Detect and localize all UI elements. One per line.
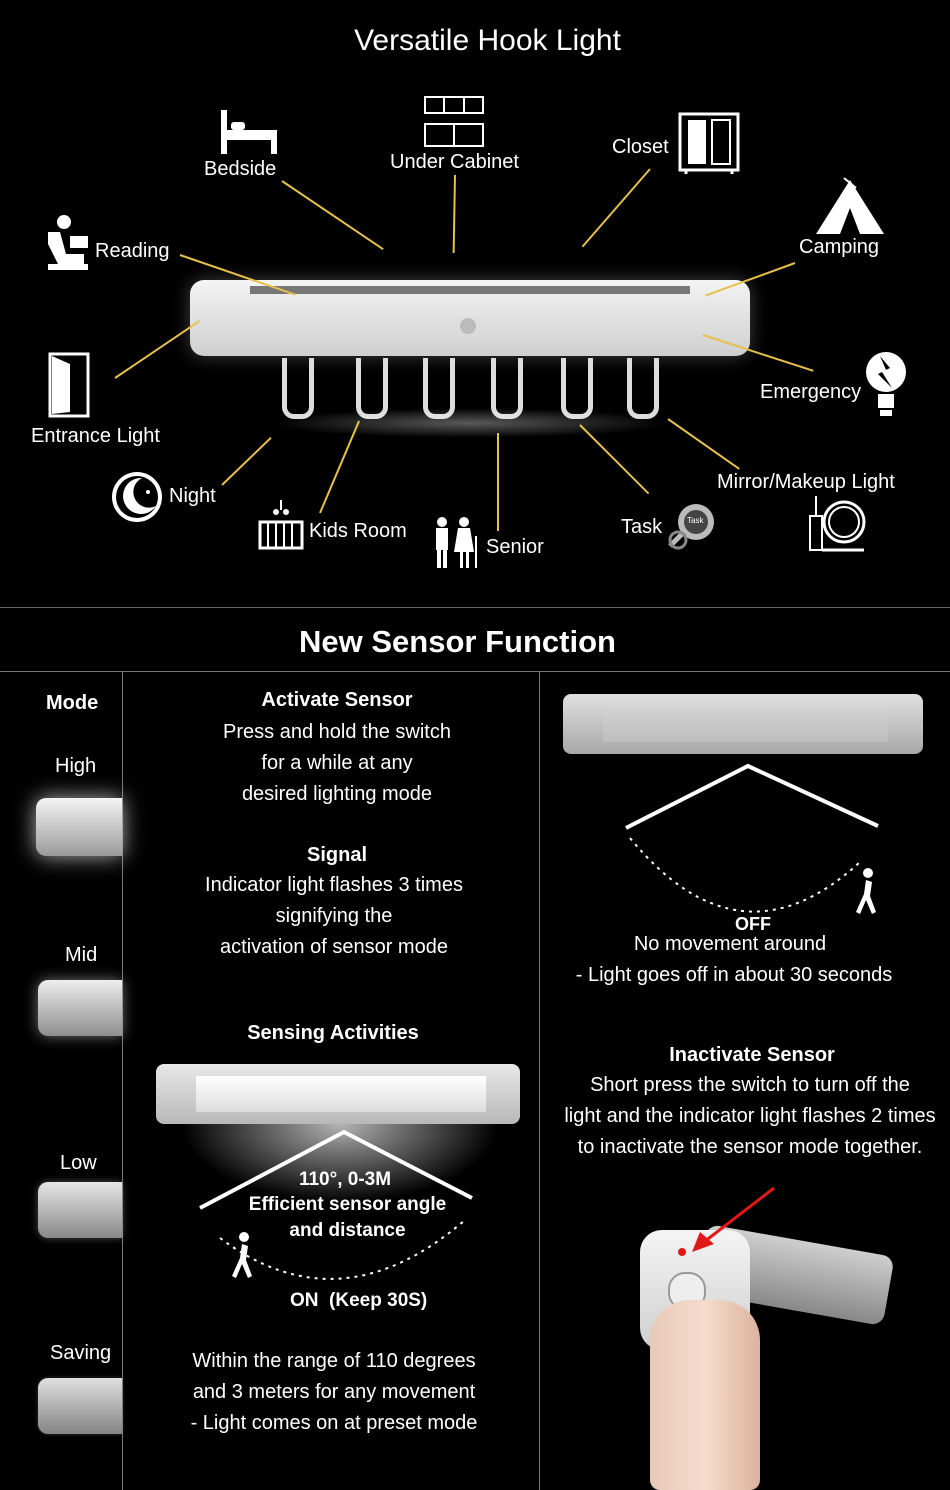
connector-line [114, 320, 201, 379]
label-task: Task [621, 516, 663, 538]
sensing-light-bar [156, 1064, 520, 1124]
off-angle-diagram [625, 763, 879, 913]
table-top-border [0, 671, 950, 672]
column-divider-2 [539, 671, 540, 1490]
mode-light-low [38, 1182, 122, 1238]
label-reading: Reading [95, 240, 170, 262]
closet-icon [678, 112, 740, 174]
emergency-bulb-icon [866, 352, 906, 416]
mode-low: Low [60, 1152, 97, 1174]
sensing-on-label: ON (Keep 30S) [290, 1290, 428, 1311]
indicator-led [678, 1248, 686, 1256]
label-closet: Closet [612, 136, 669, 158]
mode-header: Mode [46, 692, 99, 714]
hook [423, 358, 455, 419]
walking-person-icon [232, 1232, 252, 1278]
off-label: OFF [735, 914, 771, 934]
senior-couple-icon [436, 517, 477, 568]
sensing-angle-desc-2: and distance [289, 1220, 406, 1241]
mode-high: High [55, 755, 97, 777]
hook [282, 358, 314, 419]
section-divider [0, 607, 950, 608]
walking-person-icon [856, 868, 876, 914]
bed-icon [221, 110, 277, 154]
hook-light-product [190, 280, 750, 438]
sensing-angle-value: 110°, 0-3M [298, 1169, 392, 1190]
reading-icon [48, 215, 88, 270]
connector-line [497, 433, 499, 531]
sensing-text: Within the range of 110 degrees and 3 me… [190, 1350, 478, 1434]
mode-light-saving [38, 1378, 122, 1434]
crib-icon [258, 500, 304, 550]
red-arrow-icon [692, 1186, 775, 1252]
section-title-hook-light: Versatile Hook Light [354, 24, 621, 57]
task-badge: Task [687, 516, 704, 525]
cabinet-icon [424, 96, 484, 147]
label-camping: Camping [799, 236, 880, 258]
activate-text: Press and hold the switch for a while at… [223, 721, 451, 805]
hook [356, 358, 388, 419]
hook [627, 358, 659, 419]
inactivate-text: Short press the switch to turn off the l… [564, 1074, 936, 1158]
hook [561, 358, 593, 419]
label-emergency: Emergency [760, 381, 862, 403]
mode-light-mid [38, 980, 122, 1036]
connector-line [221, 437, 272, 486]
activate-heading: Activate Sensor [261, 689, 413, 711]
section-title-sensor: New Sensor Function [299, 624, 616, 659]
connector-line [667, 418, 740, 470]
hook [491, 358, 523, 419]
pressing-hand [650, 1300, 760, 1490]
mode-light-high [36, 798, 122, 856]
mode-mid: Mid [65, 944, 98, 966]
door-icon [48, 352, 90, 418]
label-under-cabinet: Under Cabinet [390, 151, 519, 173]
connector-line [581, 168, 651, 248]
tent-icon [816, 177, 884, 234]
column-divider-1 [122, 671, 123, 1490]
signal-heading: Signal [306, 844, 367, 866]
label-senior: Senior [486, 536, 544, 558]
off-light-bar [563, 694, 923, 754]
sensing-angle-diagram [199, 1129, 473, 1280]
label-bedside: Bedside [204, 158, 277, 180]
label-entrance: Entrance Light [31, 425, 160, 447]
off-text: No movement around - Light goes off in a… [575, 933, 893, 986]
label-mirror: Mirror/Makeup Light [717, 471, 895, 493]
inactivate-heading: Inactivate Sensor [669, 1044, 835, 1066]
connector-line [452, 174, 456, 254]
mirror-makeup-icon [809, 496, 866, 552]
sensing-heading: Sensing Activities [247, 1022, 419, 1044]
connector-line [281, 180, 384, 251]
label-kids-room: Kids Room [309, 520, 407, 542]
moon-icon [112, 472, 162, 522]
label-night: Night [169, 485, 216, 507]
mode-saving: Saving [50, 1342, 112, 1364]
sensing-angle-desc-1: Efficient sensor angle [248, 1194, 447, 1215]
signal-text: Indicator light flashes 3 times signifyi… [205, 874, 463, 958]
task-gear-icon [668, 504, 714, 550]
